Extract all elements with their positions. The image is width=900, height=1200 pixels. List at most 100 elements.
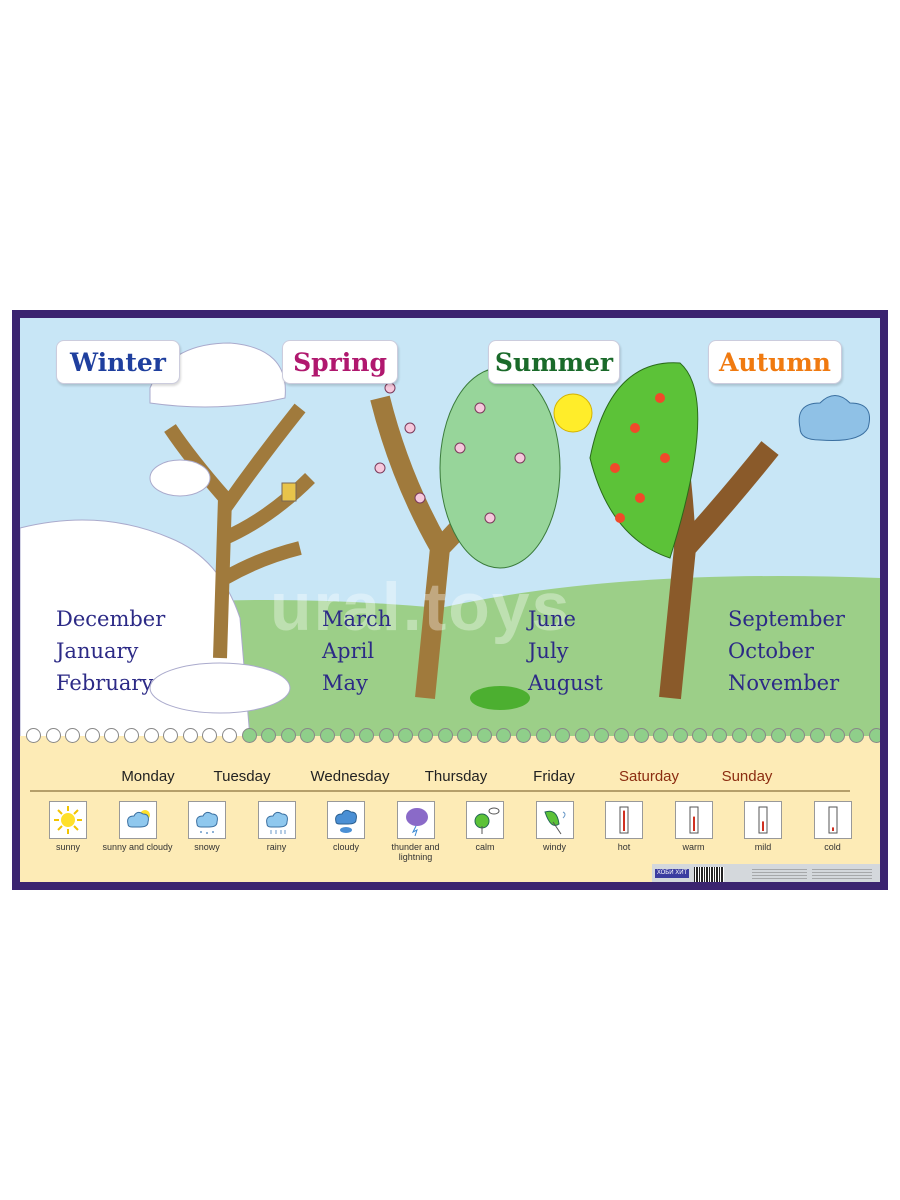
sun-icon (49, 801, 87, 839)
binding-ring (437, 728, 453, 743)
day-thursday: Thursday (424, 768, 488, 785)
weather-label: warm (682, 842, 705, 852)
weather-label: snowy (194, 842, 220, 852)
binding-ring (653, 728, 669, 743)
binding-ring (84, 728, 100, 743)
binding-ring (124, 728, 139, 743)
product-label: ХОБИ ХИТ (652, 864, 880, 882)
binding-ring (45, 728, 61, 743)
day-saturday: Saturday (618, 768, 680, 785)
calm-tree-icon (466, 801, 504, 839)
month: July (528, 639, 569, 663)
month: September (728, 607, 845, 631)
thermometer-icon (605, 801, 643, 839)
thermometer-icon (674, 801, 713, 839)
binding-ring (104, 728, 120, 743)
season-label-autumn: Autumn (708, 340, 842, 384)
month: October (728, 639, 814, 663)
weather-label: cold (824, 842, 841, 852)
fine-print (812, 869, 872, 881)
poster-content: /* drawn below */ ural.toys Winter Sprin… (20, 318, 880, 882)
month: November (728, 671, 840, 695)
sun-cloud-icon (118, 801, 157, 839)
spring-months: March April May (322, 603, 391, 699)
month: January (56, 639, 139, 663)
binding-ring (829, 728, 845, 743)
binding-ring (790, 728, 806, 743)
weather-label: calm (475, 842, 495, 852)
day-wednesday: Wednesday (310, 768, 390, 785)
barcode (694, 867, 724, 882)
snow-cloud-icon (188, 801, 226, 839)
divider (30, 790, 850, 792)
sun (553, 393, 593, 433)
binding-ring (712, 728, 727, 743)
thermometer-icon (813, 801, 852, 839)
month: April (322, 639, 375, 663)
seasons-poster: /* drawn below */ ural.toys Winter Sprin… (12, 310, 888, 890)
binding-ring (202, 728, 218, 743)
thermometer-icon (744, 801, 782, 839)
binding-ring (614, 728, 629, 743)
season-label-spring: Spring (282, 340, 398, 384)
binding-ring (378, 728, 394, 743)
binding-ring (398, 728, 414, 743)
weather-label: windy (542, 842, 566, 852)
day-monday: Monday (121, 768, 175, 785)
binding-ring (65, 728, 81, 743)
month: June (528, 607, 576, 631)
winter-tree (149, 342, 315, 659)
month: March (322, 607, 392, 631)
season-label-summer: Summer (488, 340, 620, 384)
season-label-winter: Winter (56, 340, 180, 384)
weather-label: mild (754, 842, 772, 852)
month: December (56, 607, 166, 631)
weather-label: cloudy (332, 842, 359, 852)
snow-drift (149, 662, 291, 714)
binding-ring (280, 728, 296, 743)
rain-cloud-icon (257, 801, 296, 839)
binding-ring (496, 728, 512, 743)
windy-tree-icon (535, 801, 574, 839)
autumn-months: September October November (728, 603, 845, 699)
binding-ring (182, 728, 198, 743)
binding-ring (26, 728, 41, 743)
spring-summer-tree (370, 367, 561, 710)
binding-ring (535, 728, 551, 743)
weather-label: sunny and cloudy (102, 842, 173, 852)
winter-months: December January February (56, 603, 165, 699)
weather-label: thunder and lightning (391, 842, 440, 862)
cloud-icon (327, 801, 365, 839)
weather-label: sunny (55, 842, 81, 852)
weather-label: hot (617, 842, 631, 852)
watermark: ural.toys (270, 569, 572, 645)
day-friday: Friday (533, 768, 575, 785)
binding-ring (751, 728, 767, 743)
binding-ring (770, 728, 786, 743)
binding-ring (672, 728, 688, 743)
summer-months: June July August (528, 603, 603, 699)
rain-cloud (798, 395, 870, 441)
binding-ring (339, 728, 355, 743)
binding-ring (555, 728, 571, 743)
binding-ring (418, 728, 433, 743)
binding-ring (320, 728, 335, 743)
binding-ring (731, 728, 747, 743)
binding-ring (163, 728, 179, 743)
month: August (528, 671, 603, 695)
binding-ring (261, 728, 277, 743)
binding-ring (574, 728, 590, 743)
binding-ring (849, 728, 865, 743)
binding-ring (692, 728, 708, 743)
binding-ring (457, 728, 473, 743)
binding-ring (810, 728, 825, 743)
binding-ring (476, 728, 492, 743)
binding-ring (633, 728, 649, 743)
brand-logo: ХОБИ ХИТ (655, 869, 689, 878)
binding-ring (594, 728, 610, 743)
autumn-tree (589, 362, 779, 700)
fine-print (752, 869, 807, 881)
binding-ring (222, 728, 237, 743)
month: May (322, 671, 368, 695)
